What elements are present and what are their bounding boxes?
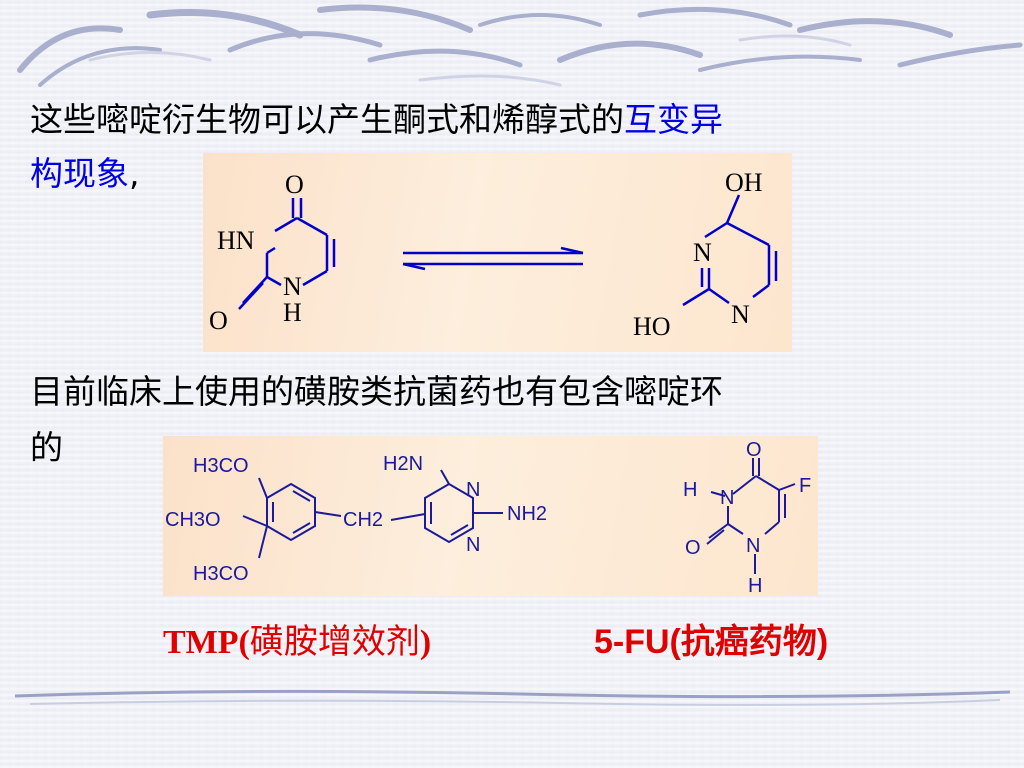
decorative-line-bottom <box>14 689 1011 706</box>
drug-structures-diagram: H3CO CH3O H3CO CH2 H2N N N NH2 O H N F O… <box>163 436 818 596</box>
tmp-n-bottom: N <box>466 534 480 556</box>
tautomer-structures: O HN N H O OH N HO N <box>209 168 778 341</box>
tautomer-diagram: O HN N H O OH N HO N <box>203 153 792 352</box>
fu-n-left: N <box>720 487 734 509</box>
fu-oxygen-left: O <box>685 537 701 559</box>
fu-h-bottom: H <box>748 575 762 596</box>
tautomerism-term-part1: 互变异 <box>624 100 723 139</box>
tmp-caption: TMP(磺胺增效剂) <box>163 622 432 662</box>
tmp-nh2: NH2 <box>507 503 547 525</box>
tmp-h3co-bottom: H3CO <box>193 563 249 585</box>
fu-fluorine: F <box>799 475 811 497</box>
enol-n-top: N <box>693 238 712 267</box>
second-text-line-2: 的 <box>30 428 63 467</box>
fu-caption-cn: 抗癌药物 <box>680 622 817 662</box>
enol-oh-label: OH <box>725 168 763 197</box>
tmp-h2n: H2N <box>383 453 423 475</box>
intro-comma: , <box>129 154 140 193</box>
keto-h-label: H <box>283 298 302 327</box>
fu-caption: 5-FU(抗癌药物) <box>594 622 829 662</box>
second-text-line-1: 目前临床上使用的磺胺类抗菌药也有包含嘧啶环 <box>30 372 723 411</box>
intro-text: 这些嘧啶衍生物可以产生酮式和烯醇式的 <box>30 100 624 139</box>
fu-oxygen-top: O <box>746 439 762 461</box>
enol-ho-label: HO <box>633 312 671 341</box>
decorative-swirl-top <box>17 4 1023 87</box>
intro-text-line-1: 这些嘧啶衍生物可以产生酮式和烯醇式的互变异 <box>30 100 723 140</box>
fu-h-left: H <box>683 479 697 501</box>
tmp-ch2: CH2 <box>343 509 383 531</box>
fu-n-bottom: N <box>746 535 760 557</box>
tmp-n-top: N <box>466 479 480 501</box>
keto-n-label: N <box>283 272 302 301</box>
keto-hn-label: HN <box>217 226 255 255</box>
tautomerism-term-part2: 构现象 <box>30 154 129 193</box>
keto-oxygen-top: O <box>285 170 304 199</box>
intro-text-line-2: 构现象, <box>30 154 140 194</box>
tmp-caption-cn: 磺胺增效剂 <box>249 622 420 662</box>
tmp-h3co-top: H3CO <box>193 455 249 477</box>
keto-oxygen-left: O <box>209 306 228 335</box>
tmp-ch3o-mid: CH3O <box>165 509 221 531</box>
enol-n-bottom: N <box>731 300 750 329</box>
drug-structures: H3CO CH3O H3CO CH2 H2N N N NH2 O H N F O… <box>165 439 811 596</box>
